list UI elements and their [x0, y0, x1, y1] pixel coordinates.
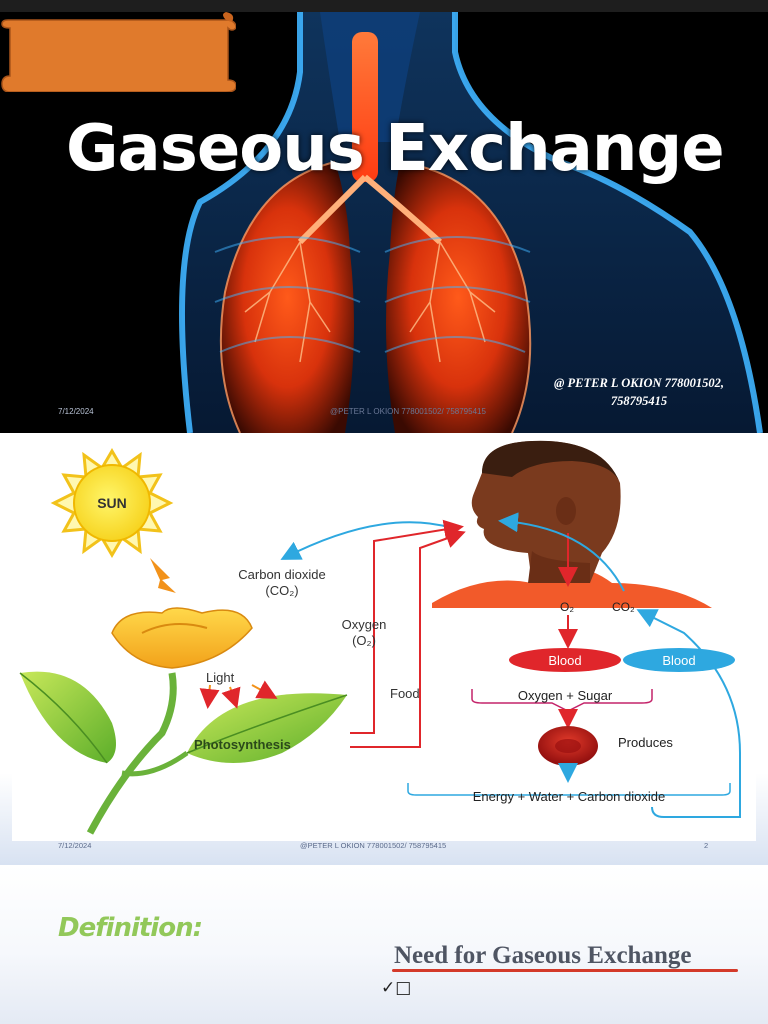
o2-label-line2: (O₂) — [352, 633, 376, 648]
sun-icon — [50, 448, 174, 558]
viewer-top-bar — [0, 0, 768, 12]
footer-credit: @PETER L OKION 778001502/ 758795415 — [330, 407, 486, 416]
slide-gas-cycle: SUN Light Photosynthesis — [0, 433, 768, 865]
footer-date: 7/12/2024 — [58, 407, 94, 416]
co2-label-line1: Carbon dioxide — [238, 567, 325, 582]
co2-return-arrow — [636, 609, 741, 818]
oxygen-arrow — [350, 519, 464, 734]
products-label: Energy + Water + Carbon dioxide — [473, 789, 665, 804]
o2-person-label: O₂ — [560, 600, 574, 614]
credit-scroll-banner — [1, 12, 236, 92]
slide2-footer-date: 7/12/2024 — [58, 841, 92, 850]
light-label: Light — [206, 670, 235, 685]
co2-person-label: CO₂ — [612, 600, 635, 614]
produces-label: Produces — [618, 735, 673, 750]
food-label: Food — [390, 686, 420, 701]
o2-label-line1: Oxygen — [342, 617, 387, 632]
person-illustration — [432, 440, 712, 608]
credit-text: @ PETER L OKION 778001502, 758795415 — [528, 374, 750, 410]
sun-down-arrow — [150, 558, 176, 593]
slide-title-lungs: Gaseous Exchange @ PETER L OKION 7780015… — [0, 12, 768, 433]
blood-right-label: Blood — [662, 653, 695, 668]
credit-line-1: @ PETER L OKION 778001502, — [553, 376, 724, 390]
slide-title: Gaseous Exchange — [66, 112, 725, 186]
credit-line-2: 758795415 — [610, 394, 668, 408]
blood-oval-blue — [623, 648, 735, 672]
definition-heading: Definition: — [58, 913, 203, 943]
oxygen-sugar-label: Oxygen + Sugar — [518, 688, 613, 703]
blood-left-label: Blood — [548, 653, 581, 668]
diagram-canvas: SUN Light Photosynthesis — [19, 440, 741, 835]
plant-illustration — [19, 607, 348, 835]
need-heading: Need for Gaseous Exchange — [394, 942, 692, 969]
slide2-footer-credit: @PETER L OKION 778001502/ 758795415 — [300, 841, 447, 850]
photosynthesis-label: Photosynthesis — [194, 737, 291, 752]
co2-to-plant-arrow — [280, 521, 453, 560]
slide-definition: Definition: Need for Gaseous Exchange ✓□ — [0, 865, 768, 1024]
spellcheck-underline — [392, 969, 738, 972]
slide2-page-number: 2 — [704, 841, 709, 850]
food-arrow — [350, 528, 466, 748]
sun-label: SUN — [97, 495, 127, 511]
gas-exchange-diagram: SUN Light Photosynthesis — [12, 433, 756, 841]
co2-label-line2: (CO₂) — [265, 583, 298, 598]
lungs-illustration — [179, 12, 763, 433]
blood-oval-red — [509, 648, 621, 672]
checkmark-bullet: ✓□ — [381, 978, 412, 998]
